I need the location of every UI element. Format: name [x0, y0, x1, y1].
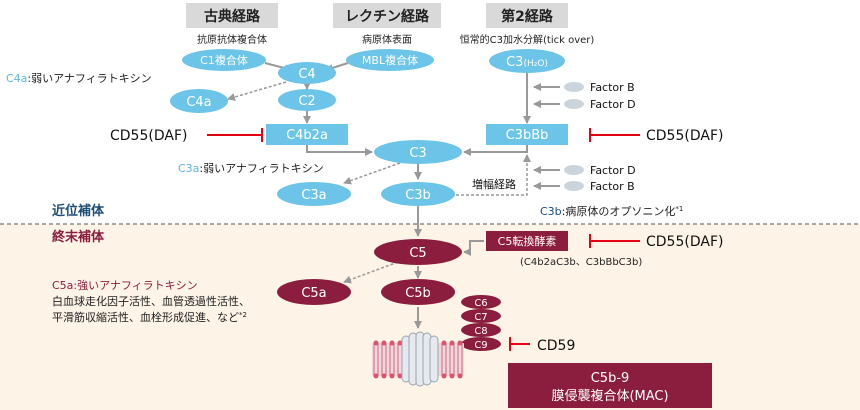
factor-b-bottom-icon [564, 181, 584, 191]
node-mbl-complex [346, 49, 434, 71]
mac-complex-box [508, 363, 712, 408]
terminal-complement-label: 終末補体 [52, 229, 105, 245]
node-c3a [277, 182, 351, 206]
node-c1-complex [182, 49, 266, 71]
node-mbl-label: MBL複合体 [362, 53, 418, 67]
arrow-c3bbb-to-c3 [463, 145, 528, 156]
c3a-annotation: C3a:弱いアナフィラトキシン [178, 162, 324, 175]
node-c1-label: C1複合体 [200, 53, 248, 67]
node-c2 [278, 89, 336, 111]
factor-d-top-label: Factor D [590, 98, 636, 111]
c5a-annotation-title: C5a:強いアナフィラトキシン [52, 279, 198, 292]
cell-membrane-icon [372, 331, 464, 387]
factor-b-top-label: Factor B [590, 81, 635, 94]
node-c4a-label: C4a [186, 95, 211, 110]
node-c3-label: C3 [409, 146, 426, 161]
amplification-label: 増幅経路 [472, 178, 516, 191]
cd55-left-label: CD55(DAF) [110, 128, 187, 144]
node-c5-convertase [486, 231, 568, 251]
cd59-label: CD59 [537, 338, 575, 354]
node-c4a [170, 89, 228, 113]
factor-d-bottom-label: Factor D [590, 164, 636, 177]
arrow-c5-to-c5a [343, 261, 399, 284]
arrow-c3-to-c3a [343, 162, 401, 185]
node-c5b [381, 279, 455, 305]
node-c5a [277, 279, 351, 305]
lectin-pathway-title: レクチン経路 [345, 8, 430, 25]
node-c5b-label: C5b [405, 286, 431, 301]
node-c4b2a [266, 124, 348, 145]
node-c7 [461, 309, 501, 323]
mac-complex-subtitle: 膜侵襲複合体(MAC) [551, 388, 668, 404]
node-c3a-label: C3a [301, 188, 326, 203]
node-c2-label: C2 [298, 94, 315, 109]
node-c5a-label: C5a [301, 286, 326, 301]
node-c6-label: C6 [474, 298, 487, 309]
node-c4 [278, 62, 336, 84]
proximal-complement-label: 近位補体 [52, 203, 105, 219]
lectin-pathway-header [333, 3, 441, 28]
node-c3-h2o-label: C3(H₂O) [506, 55, 548, 70]
node-c5-convertase-label: C5転換酵素 [498, 235, 557, 248]
mac-complex-title: C5b-9 [591, 371, 630, 386]
node-c7-label: C7 [474, 312, 487, 323]
factor-b-bottom-label: Factor B [590, 180, 635, 193]
node-c3bbb [486, 124, 568, 145]
c3b-annotation: C3b:病原体のオプソニン化*1 [540, 204, 683, 218]
alternative-pathway-title: 第2経路 [501, 8, 554, 25]
c5-convertase-members: (C4b2aC3b、C3bBbC3b) [520, 257, 642, 268]
classical-pathway-title: 古典経路 [204, 8, 261, 25]
node-c4-label: C4 [298, 67, 315, 82]
node-c8 [461, 323, 501, 337]
classical-pathway-subtitle: 抗原抗体複合体 [197, 33, 267, 46]
factor-d-top-icon [564, 99, 584, 109]
node-c3b [381, 182, 455, 206]
node-c8-label: C8 [474, 326, 487, 337]
c4a-annotation: C4a:弱いアナフィラトキシン [6, 72, 152, 85]
arrow-convertase-to-c5 [463, 240, 484, 256]
node-c6 [461, 295, 501, 309]
factor-b-top-icon [564, 82, 584, 92]
classical-pathway-header [186, 3, 278, 28]
alternative-pathway-header [486, 3, 568, 28]
node-c9-label: C9 [474, 340, 487, 351]
alternative-pathway-subtitle: 恒常的C3加水分解(tick over) [460, 33, 595, 46]
node-c3b-label: C3b [405, 188, 431, 203]
arrow-amplification-loop [446, 154, 531, 196]
node-c3bbb-label: C3bBb [506, 128, 549, 143]
c5a-annotation-line2: 平滑筋収縮活性、血栓形成促進、など*2 [52, 310, 247, 324]
arrow-c4-to-c4a [227, 81, 287, 101]
cd55-right-label: CD55(DAF) [646, 128, 723, 144]
cd55-c5-label: CD55(DAF) [646, 234, 723, 250]
node-c3-h2o [489, 49, 565, 73]
factor-d-bottom-icon [564, 165, 584, 175]
node-c3 [374, 140, 462, 164]
node-c5 [374, 239, 462, 265]
node-c9 [461, 337, 501, 351]
c5a-annotation-line1: 白血球走化因子活性、血管透過性活性、 [52, 294, 250, 308]
node-c5-label: C5 [409, 246, 426, 261]
arrow-c4b2a-to-c3 [306, 145, 373, 156]
lectin-pathway-subtitle: 病原体表面 [362, 33, 412, 46]
node-c4b2a-label: C4b2a [286, 128, 328, 143]
